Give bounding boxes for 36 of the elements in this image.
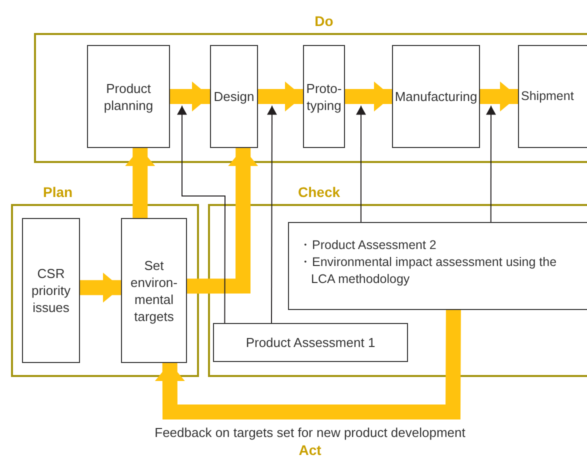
bullet-item: ・Environmental impact assessment using the LCA methodology <box>299 254 558 288</box>
process-box <box>121 218 187 363</box>
process-label: Product Assessment 1 <box>246 334 376 351</box>
assessment-box <box>288 222 587 310</box>
process-label: Manufacturing <box>394 88 478 105</box>
process-box <box>22 218 80 363</box>
process-label: Design <box>214 88 254 105</box>
process-box <box>518 45 587 148</box>
block-arrow <box>80 272 121 303</box>
process-box <box>303 45 345 148</box>
block-arrow <box>345 82 392 112</box>
process-box <box>213 323 408 362</box>
process-box <box>210 45 258 148</box>
process-label: CSR priority issues <box>30 265 72 316</box>
feedback-caption: Feedback on targets set for new product development <box>154 425 466 440</box>
phase-title: Do <box>314 13 334 29</box>
phase-title: Act <box>298 442 322 457</box>
process-label: Product planning <box>102 80 154 114</box>
process-label: Shipment <box>521 88 574 105</box>
phase-title: Check <box>298 184 340 200</box>
process-box <box>87 45 170 148</box>
phase-title: Plan <box>43 184 73 200</box>
arrow <box>266 105 277 324</box>
block-arrow <box>170 82 210 112</box>
bullet-item: ・Product Assessment 2 <box>299 237 438 254</box>
block-arrow <box>125 148 156 218</box>
block-arrow <box>480 82 518 112</box>
block-arrow <box>258 82 303 112</box>
process-label: Proto-typing <box>306 80 342 114</box>
arrow <box>486 105 496 222</box>
process-box <box>392 45 480 148</box>
block-arrow <box>154 310 461 420</box>
process-label: Set environ-mental targets <box>130 256 178 324</box>
arrow <box>177 105 226 324</box>
block-arrow <box>186 148 258 294</box>
arrow <box>356 105 366 222</box>
